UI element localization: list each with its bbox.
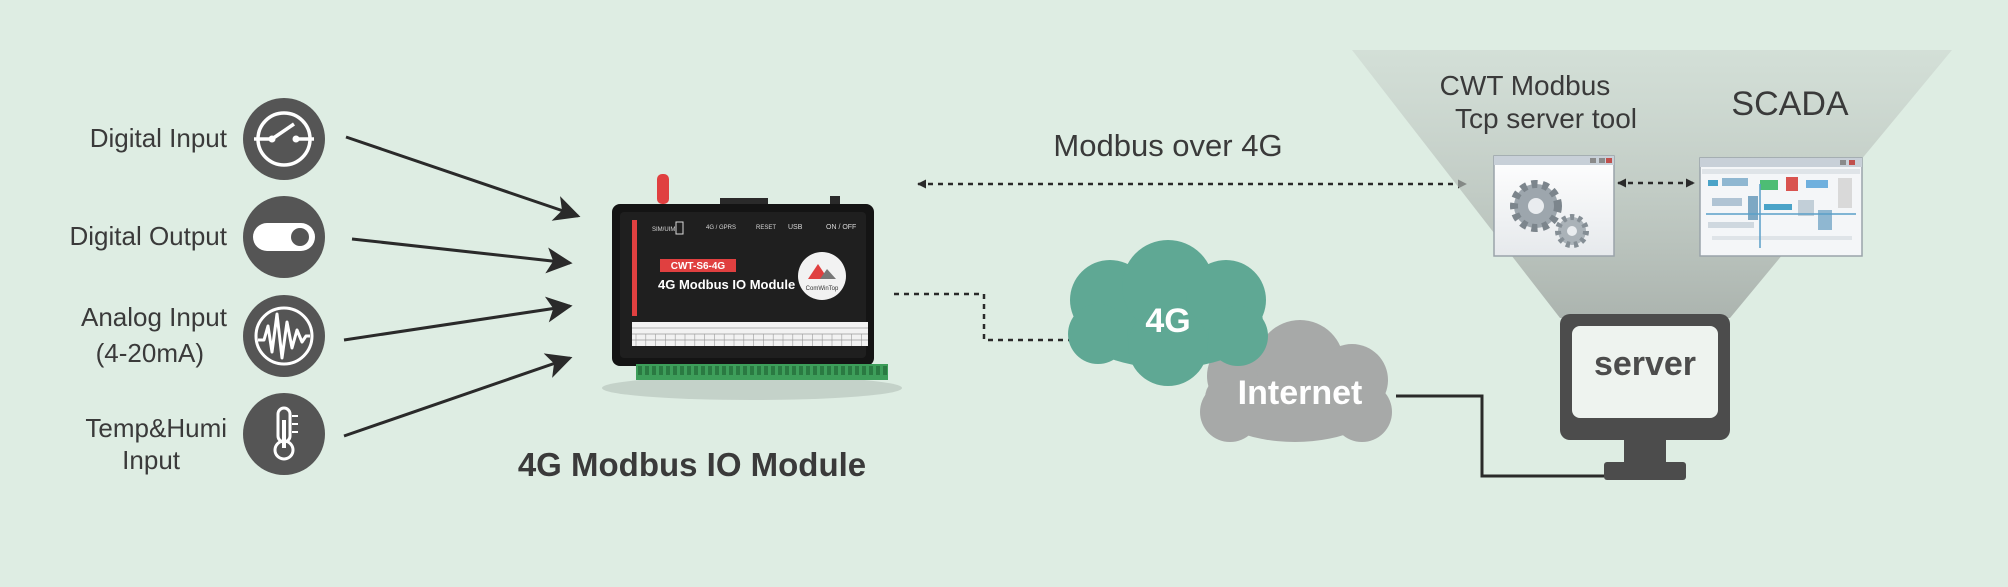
input-label-line: Input [122,445,181,475]
device-to-cloud-link [894,292,1074,342]
terminal-screw [841,366,845,375]
terminal-label-strip [632,322,868,346]
terminal-screw [834,366,838,375]
panel-label-reset: RESET [756,225,776,231]
panel-label-sim: SIM/UIM [652,227,675,233]
terminal-screw [687,366,691,375]
terminal-screw [645,366,649,375]
terminal-screw [680,366,684,375]
modbus-link: Modbus over 4G [917,128,1467,189]
terminal-screw [827,366,831,375]
terminal-screw [855,366,859,375]
tool-title-line: Tcp server tool [1455,103,1637,134]
arrow-digital-input [345,135,581,221]
terminal-screw [743,366,747,375]
cloud-internet: Internet [1200,320,1392,442]
terminal-screw [694,366,698,375]
server-label: server [1594,345,1696,383]
arrow-digital-output [351,237,573,274]
modbus-tool-window [1493,155,1615,257]
terminal-screw [876,366,880,375]
toggle-icon [243,196,325,278]
module-caption: 4G Modbus IO Module [518,446,866,483]
input-label-line: Digital Input [90,123,228,153]
terminal-screw [708,366,712,375]
terminal-screw [659,366,663,375]
internet-server-cable [1396,394,1604,478]
terminal-screw [862,366,866,375]
terminal-screw [729,366,733,375]
input-item-analog-input: Analog Input (4-20mA) [81,295,325,377]
panel-label-power: ON / OFF [826,224,856,231]
waveform-icon [243,295,325,377]
input-list: Digital Input Digital Output Analog Inpu [69,98,325,475]
terminal-screw [757,366,761,375]
terminal-screw [799,366,803,375]
input-arrows [343,135,581,438]
terminal-screw [771,366,775,375]
gears-icon [1510,180,1589,248]
terminal-screw [806,366,810,375]
terminal-block-base [636,364,888,380]
cloud-4g-label: 4G [1145,302,1190,340]
terminal-screw [652,366,656,375]
terminal-screw [750,366,754,375]
antenna [657,174,669,204]
switch-icon [243,98,325,180]
brand-name: ComWinTop [806,286,839,292]
input-item-temp-humi-input: Temp&Humi Input [85,393,325,475]
terminal-screw [848,366,852,375]
terminal-screw [666,366,670,375]
arrow-temp-humi [343,353,573,438]
terminal-screw [869,366,873,375]
arrow-analog-input [343,296,573,342]
terminal-screw [764,366,768,375]
input-label-line: Analog Input [81,302,228,332]
scada-window [1699,157,1863,257]
terminal-screw [820,366,824,375]
server-monitor: server [1560,314,1730,480]
input-item-digital-input: Digital Input [90,98,325,180]
input-label-line: Temp&Humi [85,413,227,443]
tool-title-line: CWT Modbus [1440,70,1611,101]
cloud-4g: 4G [1068,240,1268,386]
terminal-screw [673,366,677,375]
terminal-screw [715,366,719,375]
terminal-blocks [636,364,888,380]
input-item-digital-output: Digital Output [69,196,325,278]
terminal-screw [813,366,817,375]
module-model: CWT-S6-4G [671,261,726,272]
terminal-screw [778,366,782,375]
terminal-screw [883,366,887,375]
terminal-screw [785,366,789,375]
terminal-screw [722,366,726,375]
modbus-link-label: Modbus over 4G [1053,128,1282,163]
terminal-screw [792,366,796,375]
thermometer-icon [243,393,325,475]
module-name: 4G Modbus IO Module [658,277,795,292]
cloud-internet-label: Internet [1238,374,1363,412]
terminal-screw [736,366,740,375]
terminal-screw [701,366,705,375]
panel-label-ant: 4G / GPRS [706,225,736,231]
io-module-device: SIM/UIM 4G / GPRS RESET USB ON / OFF CWT… [518,174,902,483]
brand-logo: ComWinTop [798,252,846,300]
panel-label-usb: USB [788,224,803,231]
input-label-line: Digital Output [69,221,227,251]
input-label-line: (4-20mA) [96,338,204,368]
terminal-screw [638,366,642,375]
scada-title: SCADA [1731,85,1848,123]
